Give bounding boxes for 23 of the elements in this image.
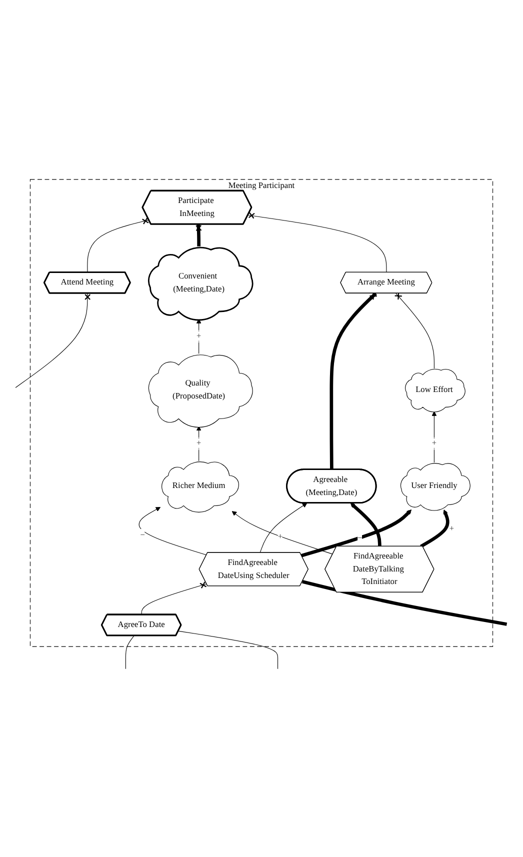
edge-label: + [278, 532, 283, 542]
edge-label: − [140, 531, 145, 540]
connector [394, 292, 434, 370]
connector [125, 636, 134, 670]
connector [330, 292, 378, 470]
arrow [232, 511, 334, 555]
arrow [138, 507, 207, 556]
arrow [260, 503, 308, 554]
edge-label: − [358, 534, 362, 544]
connector [141, 582, 207, 616]
connector [302, 580, 508, 626]
connector [15, 294, 91, 388]
connector [178, 631, 278, 670]
arrow [301, 510, 412, 558]
connector [248, 212, 387, 274]
connector [196, 224, 202, 247]
edge-label: + [432, 439, 437, 448]
edge-label: + [196, 332, 202, 341]
arrow [350, 503, 382, 547]
connector [87, 218, 150, 274]
edge-label: + [196, 439, 202, 448]
edge-label: + [449, 524, 454, 534]
arrow [420, 510, 450, 548]
